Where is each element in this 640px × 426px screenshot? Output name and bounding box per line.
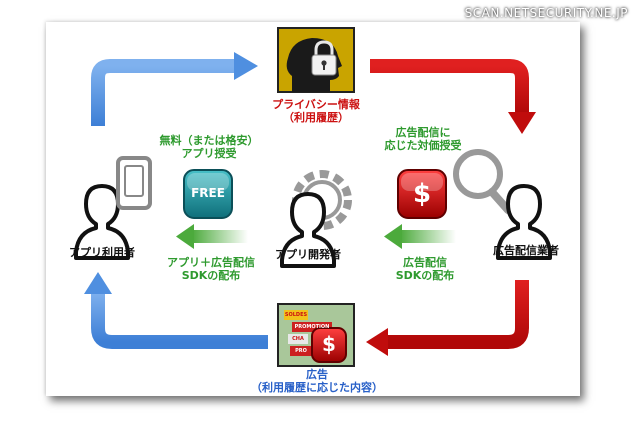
app-user-icon <box>74 184 130 260</box>
free-badge-text: FREE <box>191 186 225 200</box>
payment-label: 広告配信に 応じた対価授受 <box>368 126 478 152</box>
app-user-label: アプリ利用者 <box>69 246 135 259</box>
ad-label-line2: （利用履歴に応じた内容） <box>251 381 383 394</box>
diagram-card: FREE $ $ SOLDES PROMOTION CHA PRO プライバシー… <box>46 22 580 396</box>
privacy-lock-icon <box>277 27 355 93</box>
red-arrow-bottom <box>366 280 529 356</box>
free-app-label-line2: アプリ授受 <box>181 147 237 160</box>
payment-label-line1: 広告配信に <box>395 126 451 139</box>
sdk-label-line1: 広告配信 <box>403 256 447 269</box>
ad-sign-3: CHA <box>292 336 304 342</box>
blue-arrow-bottom <box>84 272 268 349</box>
ad-label-line1: 広告 <box>306 368 328 381</box>
blue-arrow-top <box>91 52 258 126</box>
privacy-label: プライバシー情報 （利用履歴） <box>256 98 376 124</box>
magnifier-icon <box>453 149 512 214</box>
smartphone-icon <box>116 156 152 210</box>
payment-label-line2: 応じた対価授受 <box>384 139 462 152</box>
dollar-badge-icon <box>397 169 447 219</box>
green-arrow-left <box>176 224 248 249</box>
ad-sign-1: SOLDES <box>284 312 308 318</box>
app-sdk-label-line1: アプリ＋広告配信 <box>167 256 255 269</box>
ad-distributor-icon <box>496 184 552 260</box>
ad-label: 広告 （利用履歴に応じた内容） <box>242 368 392 394</box>
free-app-label-line1: 無料（または格安） <box>159 134 259 147</box>
app-sdk-label: アプリ＋広告配信 SDKの配布 <box>156 256 266 282</box>
diagram-canvas <box>74 27 552 367</box>
green-arrow-right <box>384 224 456 249</box>
ad-dollar-text: $ <box>322 332 336 356</box>
free-badge-icon <box>183 169 233 219</box>
app-sdk-label-line2: SDKの配布 <box>181 269 241 282</box>
app-developer-label: アプリ開発者 <box>275 248 341 261</box>
free-app-label: 無料（または格安） アプリ授受 <box>144 134 274 160</box>
ad-sign-2: PROMOTION <box>294 324 330 330</box>
privacy-label-line1: プライバシー情報 <box>272 98 360 111</box>
privacy-label-line2: （利用履歴） <box>283 111 349 124</box>
sdk-label: 広告配信 SDKの配布 <box>380 256 470 282</box>
dollar-badge-text: $ <box>412 179 432 209</box>
ad-sign-4: PRO <box>295 348 307 354</box>
ad-distributor-label: 広告配信業者 <box>493 244 559 257</box>
sdk-label-line2: SDKの配布 <box>395 269 455 282</box>
red-arrow-top <box>370 59 536 134</box>
advertisement-icon <box>277 303 355 367</box>
app-developer-icon <box>280 192 336 268</box>
source-watermark: SCAN.NETSECURITY.NE.JP <box>464 6 628 20</box>
